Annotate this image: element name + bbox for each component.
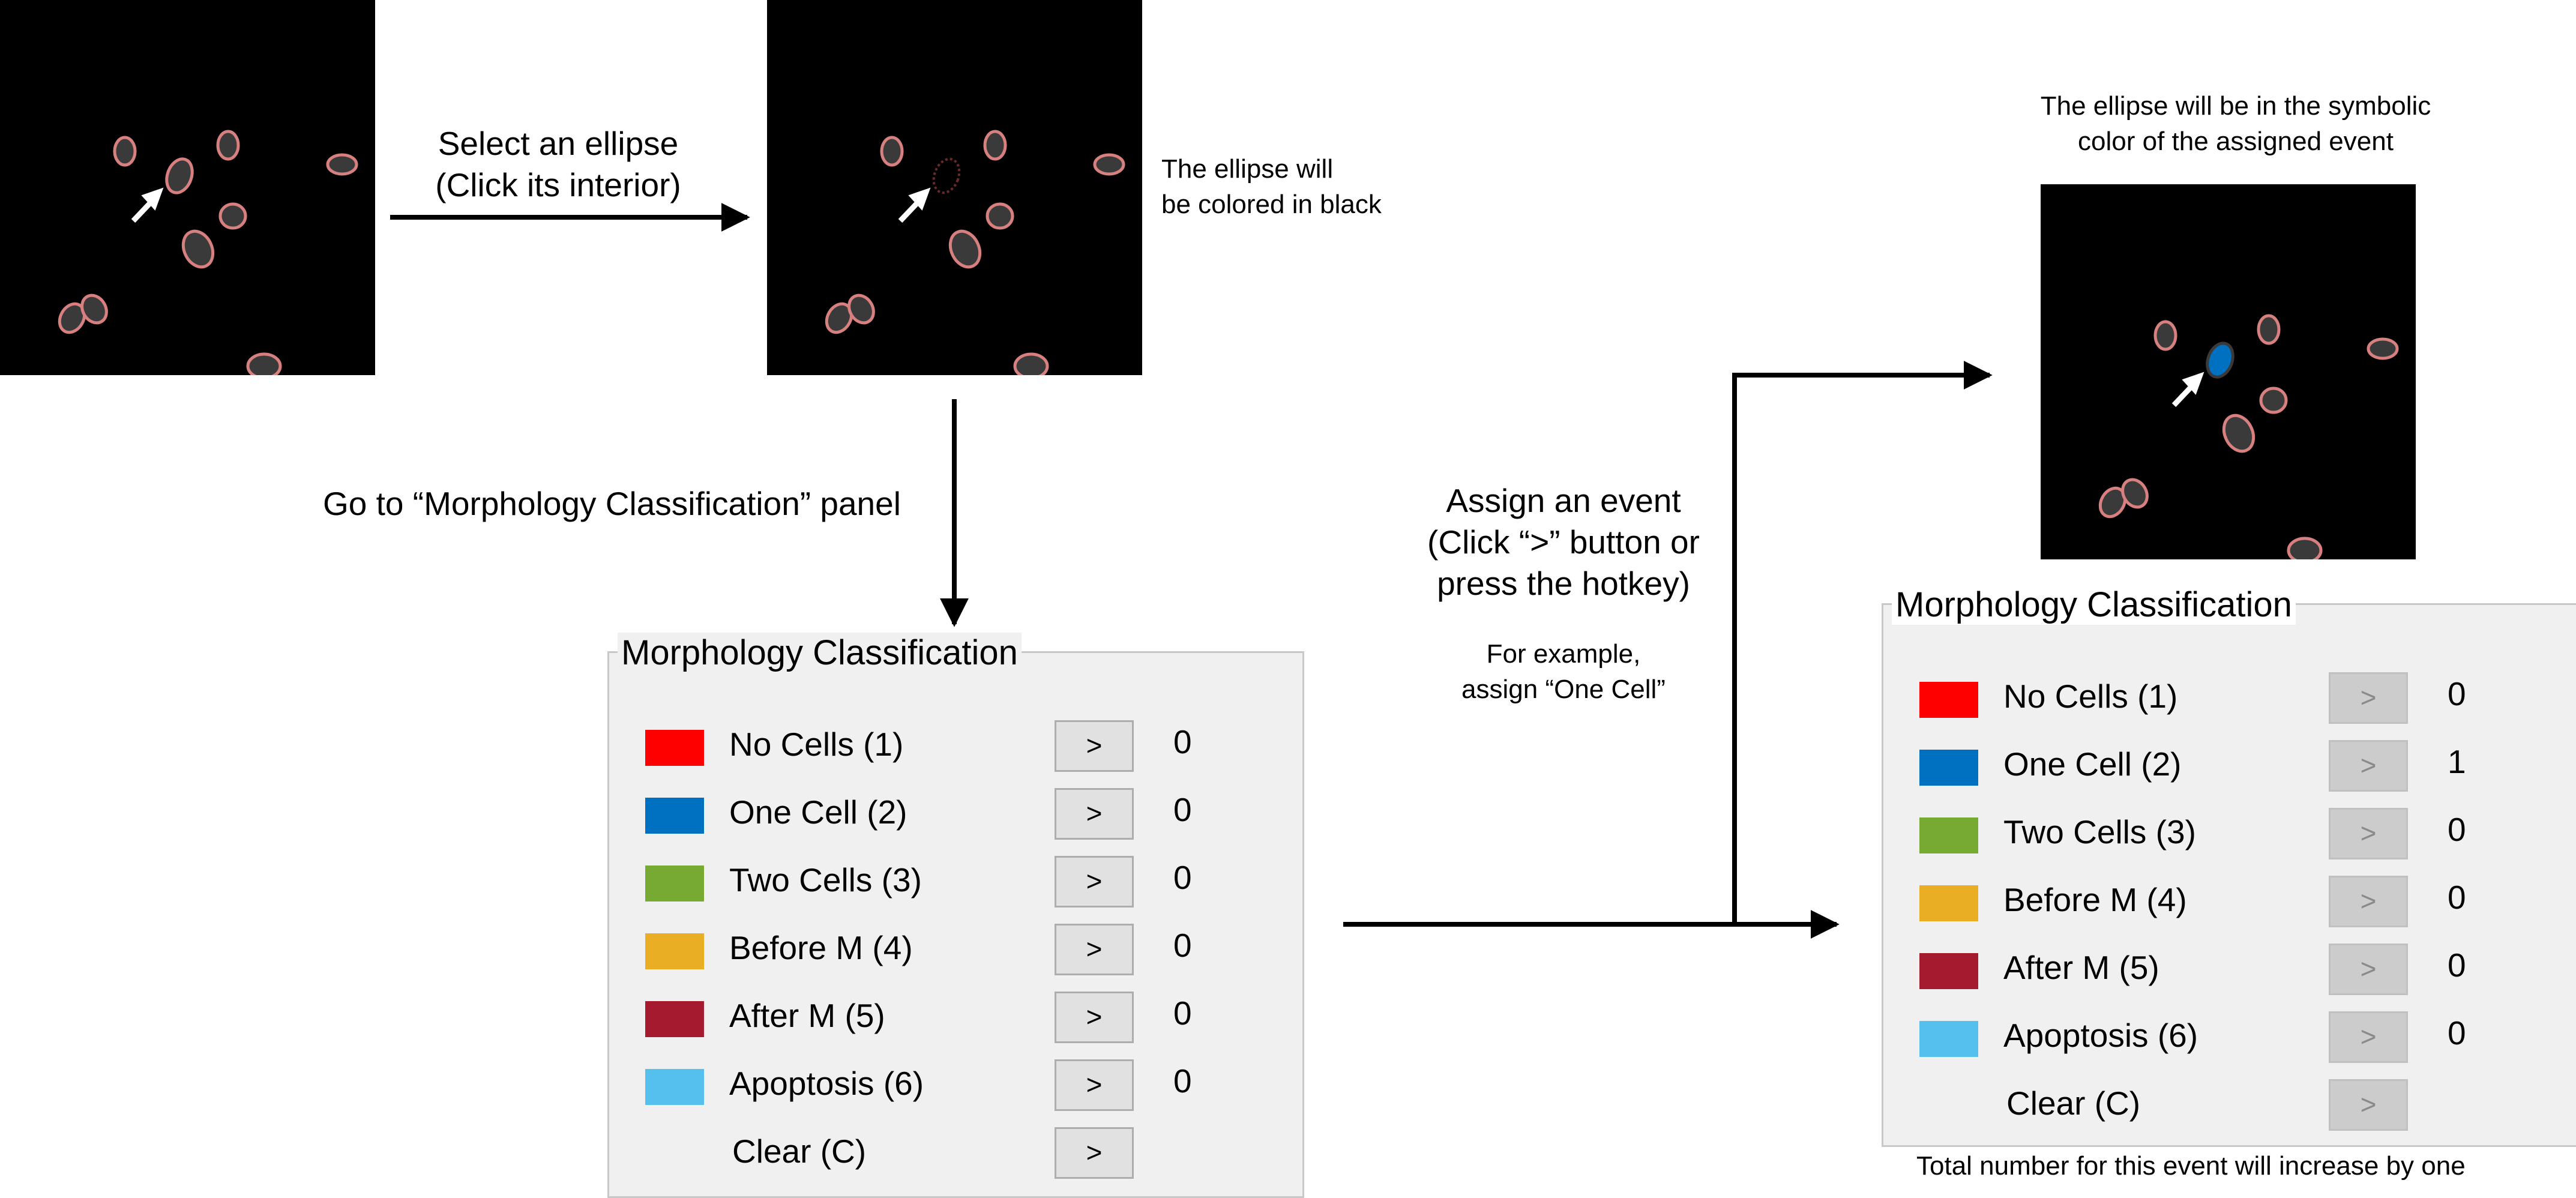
classification-row: After M (5) >0 <box>1883 942 2576 1002</box>
event-label: Two Cells (3) <box>2003 813 2196 850</box>
classification-row: One Cell (2) >0 <box>609 787 1302 847</box>
classification-row: Two Cells (3) >0 <box>1883 807 2576 867</box>
classification-row: Apoptosis (6) >0 <box>609 1058 1302 1118</box>
color-swatch <box>645 865 704 902</box>
event-count: 0 <box>1173 791 1192 828</box>
assign-event-button[interactable]: > <box>2329 1079 2408 1131</box>
assign-event-button[interactable]: > <box>1055 788 1134 840</box>
event-count: 0 <box>2448 1014 2466 1052</box>
event-count: 0 <box>2448 675 2466 712</box>
event-count: 0 <box>2448 947 2466 984</box>
classification-row: Two Cells (3) >0 <box>609 855 1302 915</box>
event-label: Clear (C) <box>2006 1085 2141 1122</box>
ellipse-black-note: The ellipse will be colored in black <box>1161 154 1382 220</box>
classification-row: Before M (4) >0 <box>609 923 1302 983</box>
color-swatch <box>645 730 704 766</box>
microscopy-image-classified[interactable] <box>2041 184 2416 559</box>
event-label: No Cells (1) <box>729 726 904 763</box>
assign-event-button[interactable]: > <box>1055 856 1134 908</box>
assign-event-button[interactable]: > <box>1055 1127 1134 1179</box>
assign-event-button[interactable]: > <box>2329 808 2408 859</box>
event-count: 1 <box>2448 743 2466 780</box>
assign-event-text: Assign an event (Click “>” button or pre… <box>1427 482 1700 602</box>
event-count: 0 <box>2448 879 2466 916</box>
event-label: Apoptosis (6) <box>2003 1017 2198 1054</box>
event-count: 0 <box>1173 1062 1192 1100</box>
event-label: Before M (4) <box>2003 881 2187 918</box>
assign-event-button[interactable]: > <box>1055 1059 1134 1111</box>
microscopy-image-original[interactable] <box>0 0 375 375</box>
color-swatch <box>645 1069 704 1105</box>
event-count: 0 <box>1173 927 1192 964</box>
step-select-ellipse-text: Select an ellipse (Click its interior) <box>435 125 681 203</box>
event-label: Two Cells (3) <box>729 861 922 898</box>
assign-event-button[interactable]: > <box>2329 876 2408 927</box>
color-swatch <box>1919 682 1978 718</box>
color-swatch <box>645 798 704 834</box>
classification-row: Before M (4) >0 <box>1883 874 2576 935</box>
color-swatch <box>1919 817 1978 853</box>
panel-title: Morphology Classification <box>618 633 1022 673</box>
color-swatch <box>1919 885 1978 921</box>
event-count: 0 <box>1173 859 1192 896</box>
assign-event-button[interactable]: > <box>1055 924 1134 975</box>
color-swatch <box>1919 1021 1978 1057</box>
event-count: 0 <box>2448 811 2466 848</box>
panel-title: Morphology Classification <box>1892 585 2296 625</box>
event-label: Before M (4) <box>729 929 913 966</box>
color-swatch <box>645 933 704 969</box>
event-count: 0 <box>1173 723 1192 760</box>
color-swatch <box>1919 953 1978 989</box>
classification-row: Clear (C) > <box>609 1126 1302 1186</box>
color-swatch <box>1919 750 1978 786</box>
color-swatch <box>645 1001 704 1037</box>
event-label: One Cell (2) <box>729 793 907 831</box>
classification-row: Clear (C) > <box>1883 1078 2576 1138</box>
classification-row: One Cell (2) >1 <box>1883 739 2576 799</box>
microscopy-image-selected[interactable] <box>767 0 1142 375</box>
assign-event-button[interactable]: > <box>2329 672 2408 724</box>
event-label: Clear (C) <box>732 1133 867 1170</box>
classification-row: No Cells (1) >0 <box>1883 671 2576 731</box>
event-label: After M (5) <box>729 997 885 1034</box>
symbolic-color-note: The ellipse will be in the symbolic colo… <box>2040 91 2431 157</box>
example-note: For example, assign “One Cell” <box>1461 639 1666 705</box>
assign-event-button[interactable]: > <box>2329 740 2408 792</box>
event-label: One Cell (2) <box>2003 745 2182 783</box>
assign-event-button[interactable]: > <box>1055 720 1134 772</box>
morphology-panel-before: Morphology Classification No Cells (1) >0… <box>607 633 1304 1198</box>
assign-event-button[interactable]: > <box>2329 944 2408 995</box>
event-label: After M (5) <box>2003 949 2159 986</box>
event-count: 0 <box>1173 995 1192 1032</box>
event-label: No Cells (1) <box>2003 678 2178 715</box>
classification-row: No Cells (1) >0 <box>609 719 1302 779</box>
event-label: Apoptosis (6) <box>729 1065 924 1102</box>
assign-event-button[interactable]: > <box>1055 992 1134 1043</box>
classification-row: Apoptosis (6) >0 <box>1883 1010 2576 1070</box>
assign-event-button[interactable]: > <box>2329 1011 2408 1063</box>
go-to-panel-text: Go to “Morphology Classification” panel <box>323 485 901 522</box>
classification-row: After M (5) >0 <box>609 990 1302 1050</box>
morphology-panel-after: Morphology Classification No Cells (1) >0… <box>1882 585 2576 1147</box>
total-increase-note: Total number for this event will increas… <box>1916 1151 2466 1181</box>
